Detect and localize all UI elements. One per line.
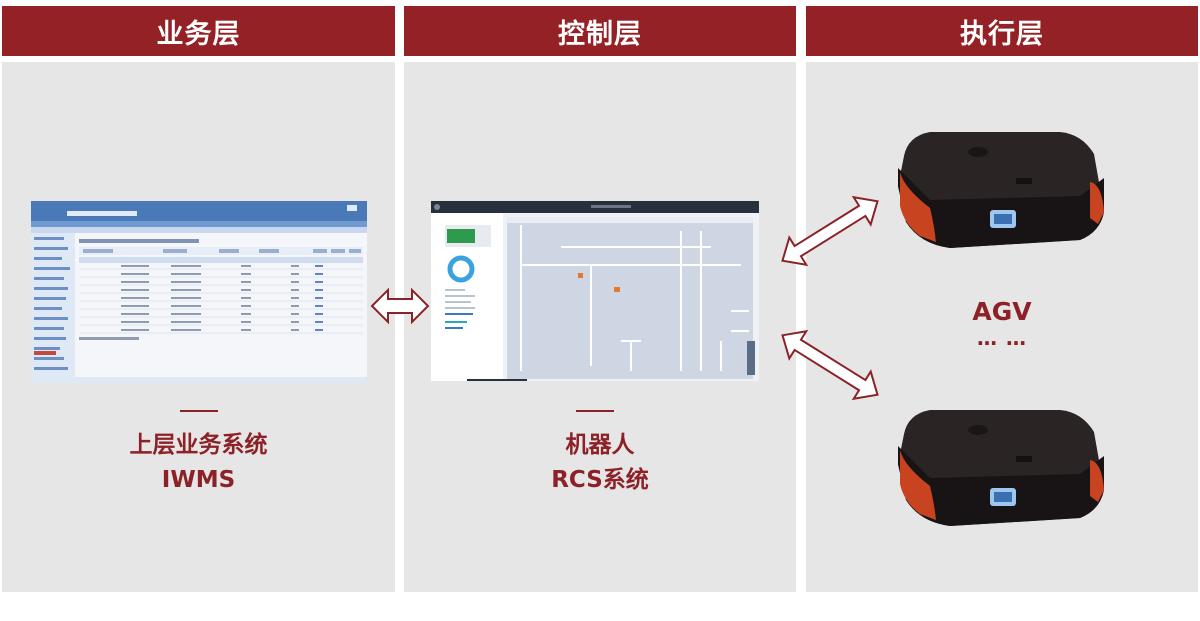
business-caption-line1: 上层业务系统 — [129, 432, 268, 458]
control-layer-header: 控制层 — [404, 6, 796, 56]
agv-robot-icon — [898, 132, 1104, 248]
business-layer-header: 业务层 — [2, 6, 395, 56]
agv-robot-icon — [898, 410, 1104, 526]
rcs-screenshot — [431, 201, 759, 381]
agv-robot-top — [898, 132, 1104, 248]
business-caption-line2: IWMS — [161, 467, 236, 493]
control-caption-dash — [576, 410, 614, 412]
agv-label: AGV — [972, 297, 1032, 326]
control-caption-line2: RCS系统 — [551, 467, 649, 493]
iwms-screenshot — [31, 201, 367, 383]
double-arrow-icon — [370, 287, 430, 325]
double-arrow-icon — [781, 195, 879, 267]
agv-more-dots: … … — [977, 326, 1027, 350]
business-caption-dash — [180, 410, 218, 412]
agv-robot-bottom — [898, 410, 1104, 526]
control-caption-line1: 机器人 — [565, 432, 635, 458]
double-arrow-icon — [781, 329, 879, 401]
execution-layer-header: 执行层 — [806, 6, 1198, 56]
